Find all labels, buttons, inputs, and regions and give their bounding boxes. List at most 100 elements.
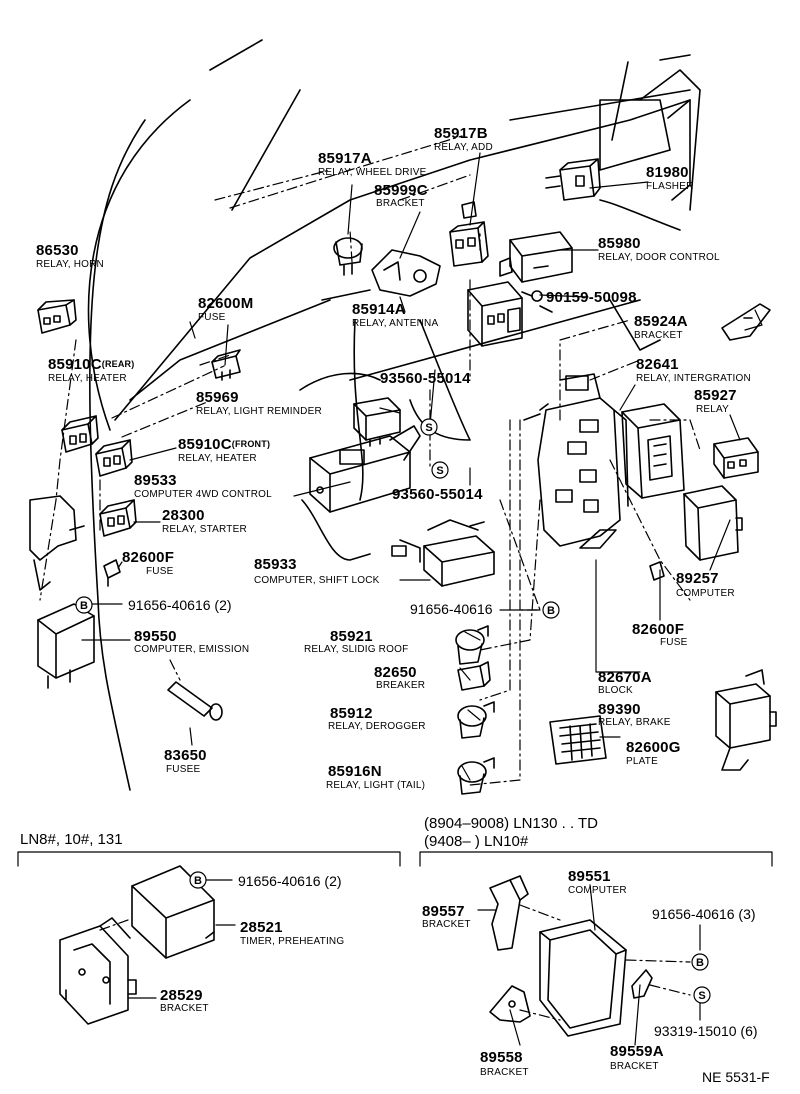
- bracket-28529-shape: [60, 918, 136, 1024]
- part-number: 85933: [254, 556, 297, 573]
- relay-starter-shape: [100, 500, 136, 536]
- part-name: COMPUTER, EMISSION: [134, 644, 250, 655]
- part-name: PLATE: [626, 756, 658, 767]
- part-number: 89557: [422, 903, 465, 920]
- part-number: 91656-40616 (3): [652, 906, 756, 922]
- part-name: RELAY, LIGHT (TAIL): [326, 780, 426, 791]
- part-name: FUSE: [660, 637, 688, 648]
- screw-letter: S: [698, 990, 705, 1002]
- part-name: RELAY, ADD: [434, 142, 493, 153]
- part-number: 86530: [36, 242, 79, 259]
- relay-door-control-shape: [500, 232, 572, 282]
- part-number: 91656-40616 (2): [238, 873, 342, 889]
- relay-horn-shape: [38, 300, 76, 333]
- relay-integration-shape: [622, 404, 684, 498]
- part-name: BRACKET: [376, 198, 425, 209]
- screw-marker-1: [421, 419, 437, 435]
- relay-heater-rear-shape: [62, 416, 98, 452]
- part-number: 85917A: [318, 150, 372, 167]
- section-leader-lines: [100, 905, 690, 1020]
- part-number: 81980: [646, 164, 689, 181]
- relay-sliding-roof-shape: [456, 626, 488, 664]
- screw-90159-shape: [522, 291, 552, 312]
- relay-wheel-drive-shape: [334, 238, 362, 275]
- part-number: 91656-40616 (2): [128, 597, 232, 613]
- part-number: 89559A: [610, 1043, 664, 1060]
- bolt-letter: B: [547, 605, 555, 617]
- fuse-83650-shape: [168, 682, 222, 720]
- section-title-right-line1: (8904–9008) LN130 . . TD: [424, 815, 599, 832]
- part-name: COMPUTER: [676, 588, 735, 599]
- part-number: 85980: [598, 235, 641, 252]
- part-number: 85924A: [634, 313, 688, 330]
- bolt-letter: B: [194, 875, 202, 887]
- screw-marker-2: [432, 462, 448, 478]
- section-title-left: LN8#, 10#, 131: [20, 831, 123, 848]
- part-number-with-qualifier: 85910C(FRONT): [178, 437, 270, 452]
- part-number: 82600G: [626, 739, 681, 756]
- part-name: BRACKET: [480, 1067, 529, 1078]
- bolt-marker-4: [692, 954, 708, 970]
- part-name: RELAY, SLIDIG ROOF: [304, 644, 409, 655]
- timer-preheating-shape: [132, 866, 214, 958]
- computer-4wd-control-shape: [302, 426, 420, 560]
- part-number: 85927: [694, 387, 737, 404]
- part-number: 28521: [240, 919, 283, 936]
- part-name: BREAKER: [376, 680, 426, 691]
- part-name: BLOCK: [598, 685, 633, 696]
- part-name: FUSE: [146, 566, 174, 577]
- part-name: COMPUTER: [568, 885, 627, 896]
- part-number: 82650: [374, 664, 417, 681]
- part-name: RELAY, HEATER: [48, 373, 127, 384]
- part-qualifier: (REAR): [101, 359, 135, 369]
- breaker-shape: [458, 662, 490, 690]
- part-name: BRACKET: [422, 919, 471, 930]
- relay-antenna-shape: [468, 282, 522, 346]
- bolt-marker-2: [543, 602, 559, 618]
- part-number: 85914A: [352, 301, 406, 318]
- part-number: 85921: [330, 628, 373, 645]
- fuse-82600f-right-shape: [650, 562, 664, 580]
- part-name: FUSEE: [166, 764, 201, 775]
- bracket-89558-shape: [490, 986, 530, 1022]
- bracket-89557-shape: [490, 876, 528, 950]
- vehicle-body-outline: [89, 40, 700, 790]
- reference-code: NE 5531-F: [702, 1069, 770, 1085]
- part-number: 93319-15010 (6): [654, 1023, 758, 1039]
- screw-letter: S: [425, 422, 432, 434]
- part-number: 85917B: [434, 125, 488, 142]
- plate-shape: [550, 716, 606, 764]
- relay-block-shape: [524, 374, 628, 548]
- part-number: 89551: [568, 868, 611, 885]
- part-name: BRACKET: [160, 1003, 209, 1014]
- part-name: BRACKET: [610, 1061, 659, 1072]
- relay-heater-front-shape: [96, 440, 132, 476]
- part-number: 85912: [330, 705, 373, 722]
- part-number: 82670A: [598, 669, 652, 686]
- part-name: BRACKET: [634, 330, 683, 341]
- part-number: 90159-50098: [546, 289, 637, 306]
- part-name: RELAY, INTERGRATION: [636, 373, 751, 384]
- part-number: 89390: [598, 701, 641, 718]
- part-name: FLASHER: [646, 181, 694, 192]
- part-name: RELAY, ANTENNA: [352, 318, 439, 329]
- computer-emission-shape: [38, 604, 94, 688]
- part-number: 93560-55014: [380, 370, 471, 387]
- part-number: 82600M: [198, 295, 254, 312]
- relay-85927-shape: [714, 438, 758, 478]
- screw-letter: S: [436, 465, 443, 477]
- part-number: 28300: [162, 507, 205, 524]
- part-name: RELAY, WHEEL DRIVE: [318, 167, 427, 178]
- bolt-letter: B: [80, 600, 88, 612]
- part-number: 89257: [676, 570, 719, 587]
- part-number: 89558: [480, 1049, 523, 1066]
- part-name: RELAY, HORN: [36, 259, 104, 270]
- part-number: 82600F: [122, 549, 175, 566]
- part-number: 85969: [196, 389, 239, 406]
- part-qualifier: (FRONT): [231, 439, 271, 449]
- part-name: RELAY, LIGHT REMINDER: [196, 406, 322, 417]
- bracket-85924a-shape: [722, 304, 770, 340]
- bracket-left-shape: [30, 496, 84, 590]
